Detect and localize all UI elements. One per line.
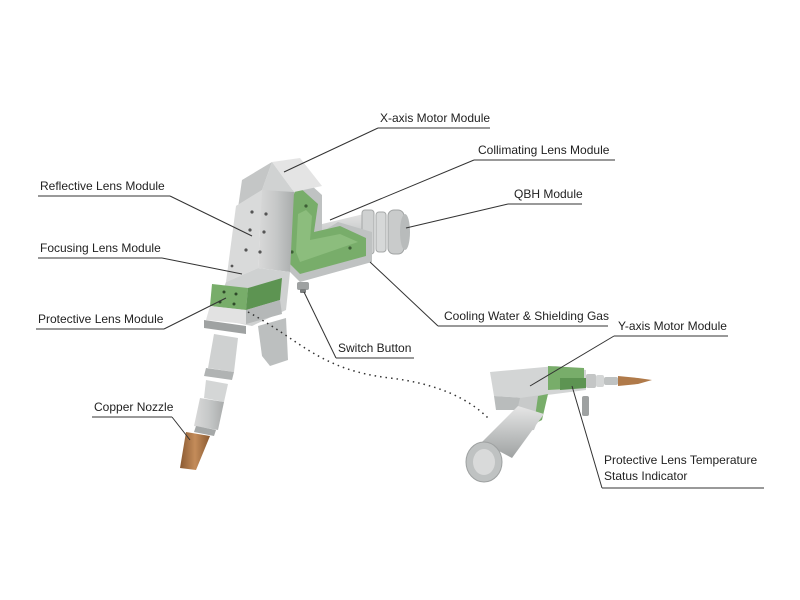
callout-x-axis-motor: X-axis Motor Module: [283, 111, 490, 173]
handle-body: [286, 175, 372, 282]
label-focusing: Focusing Lens Module: [40, 241, 161, 255]
callout-focusing: Focusing Lens Module: [38, 241, 243, 275]
label-reflective: Reflective Lens Module: [40, 179, 165, 193]
switch-button-part: [297, 282, 309, 293]
callout-collimating: Collimating Lens Module: [329, 143, 615, 221]
callout-y-axis-motor: Y-axis Motor Module: [529, 319, 728, 387]
side-bracket: [258, 318, 288, 366]
callout-protective: Protective Lens Module: [36, 297, 227, 330]
callout-temperature: Protective Lens Temperature Status Indic…: [571, 385, 764, 489]
nozzle-tube: [194, 334, 238, 436]
main-welding-head: [180, 158, 410, 470]
dotted-connector: [247, 311, 489, 419]
secondary-welding-head: [465, 366, 652, 483]
label-switch: Switch Button: [338, 341, 411, 355]
callout-qbh: QBH Module: [405, 187, 583, 229]
callout-reflective: Reflective Lens Module: [38, 179, 253, 237]
label-x-axis-motor: X-axis Motor Module: [380, 111, 490, 125]
label-copper-nozzle: Copper Nozzle: [94, 400, 174, 414]
callout-cooling: Cooling Water & Shielding Gas: [369, 261, 609, 327]
label-y-axis-motor: Y-axis Motor Module: [618, 319, 727, 333]
callout-copper-nozzle: Copper Nozzle: [92, 400, 191, 441]
lower-block: [204, 268, 290, 334]
label-temperature-line2: Status Indicator: [604, 469, 687, 483]
copper-nozzle-part: [180, 432, 210, 470]
label-cooling: Cooling Water & Shielding Gas: [444, 309, 609, 323]
label-temperature-line1: Protective Lens Temperature: [604, 453, 758, 467]
label-qbh: QBH Module: [514, 187, 583, 201]
upper-block: [226, 158, 322, 282]
label-collimating: Collimating Lens Module: [478, 143, 610, 157]
callout-switch: Switch Button: [303, 291, 414, 359]
label-protective: Protective Lens Module: [38, 312, 164, 326]
